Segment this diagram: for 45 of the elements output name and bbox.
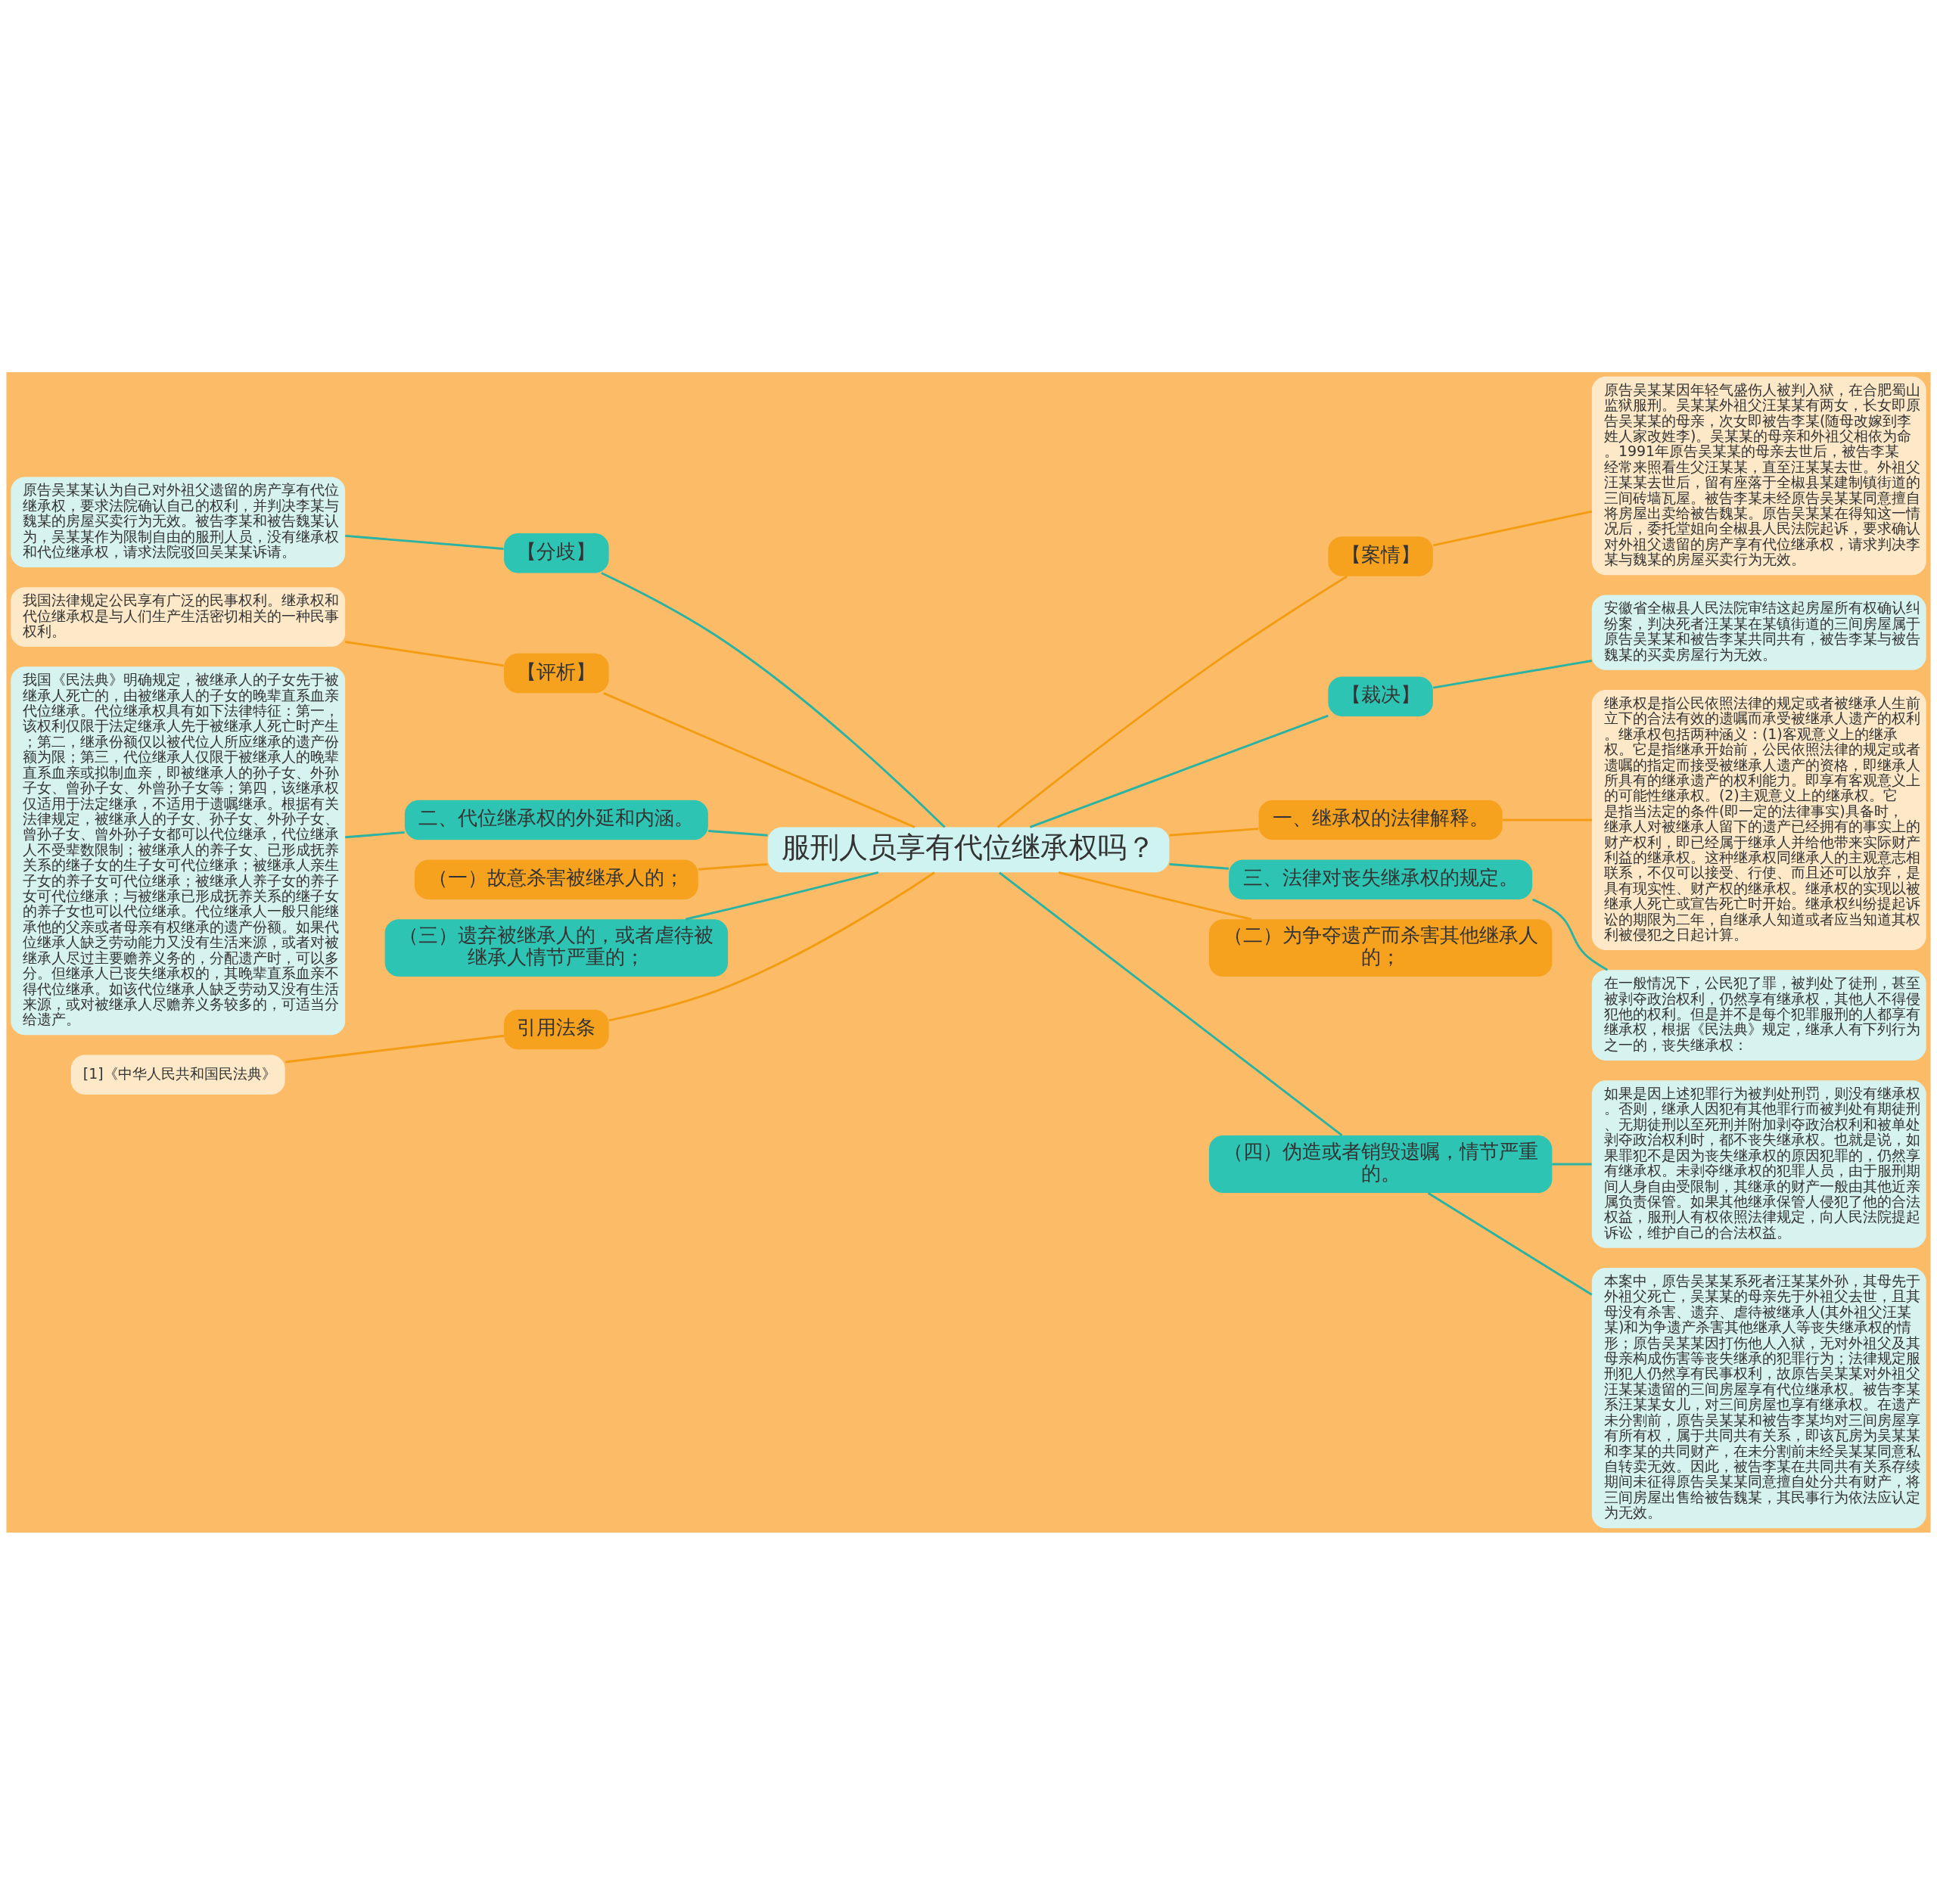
connector [608,871,935,1021]
node-box: （二）为争夺遗产而杀害其他继承人的； [1208,918,1553,977]
connector [1029,714,1329,828]
connector [708,829,768,837]
node-box: 三、法律对丧失继承权的规定。 [1229,859,1533,899]
node-box: 【裁决】 [1328,676,1433,716]
connector [345,640,504,666]
connector [1432,510,1593,546]
connector [1552,1163,1592,1165]
connector [1532,898,1609,971]
connector [1432,659,1592,689]
node-box: 服刑人员享有代位继承权吗？ [767,827,1170,872]
connector [345,831,405,838]
node-box: 引用法条 [504,1009,609,1049]
connector [1169,862,1229,870]
connector [998,871,1343,1136]
connector [996,575,1348,828]
connector [1058,871,1252,921]
node-box: 在一般情况下，公民犯了罪，被判处了徒刑，甚至被剥夺政治权利，仍然享有继承权，其他人不得侵犯他的权利。但是并不是每个犯罪服刑的人都享有继承权，根据《民法典》规定，继承人有下列行为之一的，丧失继承权： [1591,969,1926,1061]
node-box: （三）遗弃被继承人的，或者虐待被继承人情节严重的； [384,918,729,977]
node-box: （四）伪造或者销毁遗嘱，情节严重的。 [1208,1135,1553,1193]
connector [603,691,916,828]
node-box: 我国法律规定公民享有广泛的民事权利。继承权和代位继承权是与人们生产生活密切相关的一种民事权利。 [11,586,346,647]
node-box: 【案情】 [1328,536,1433,576]
connector [685,871,879,921]
connector [698,862,768,871]
connector [1169,827,1259,837]
node-box: （一）故意杀害被继承人的； [415,859,698,899]
node-box: 二、代位继承权的外延和内涵。 [404,800,708,840]
node-box: 安徽省全椒县人民法院审结这起房屋所有权确认纠纷案，判决死者汪某某在某镇街道的三间房屋属于原告吴某某和被告李某共同共有，被告李某与被告魏某的买卖房屋行为无效。 [1591,595,1926,670]
node-box: 【评析】 [504,653,609,693]
node-box: 【分歧】 [504,533,609,573]
node-box: [1]《中华人民共和国民法典》 [70,1054,285,1095]
connector [1427,1191,1593,1296]
node-box: 原告吴某某认为自己对外祖父遗留的房产享有代位继承权，要求法院确认自己的权利，并判决李某与魏某的房屋买卖行为无效。被告李某和被告魏某认为，吴某某作为限制自由的服刑人员，没有继承权和代位继承权，请求法院驳回吴某某诉请。 [11,477,346,567]
connector [345,534,504,550]
node-box: 原告吴某某因年轻气盛伤人被判入狱，在合肥蜀山监狱服刑。吴某某外祖父汪某某有两女，长女即原告吴某某的母亲，次女即被告李某(随母改嫁到李姓人家改姓李)。吴某某的母亲和外祖父相依为命。1991年原告吴某某的母亲去世后，被告李某经常来照看生父汪某某，直至汪某某去世。外祖父汪某某去世后，留有座落于全椒县某建制镇街道的三间砖墙瓦屋。被告李某未经原告吴某某同意擅自将房屋出卖给被告魏某。原告吴某某在得知这一情况后，委托堂姐向全椒县人民法院起诉，要求确认对外祖父遗留的房产享有代位继承权，请求判决李某与魏某的房屋买卖行为无效。 [1591,376,1926,575]
connector [1503,818,1592,821]
node-box: 继承权是指公民依照法律的规定或者被继承人生前立下的合法有效的遗嘱而承受被继承人遗产的权利。继承权包括两种涵义：(1)客观意义上的继承权。它是指继承开始前，公民依照法律的规定或者遗嘱的指定而接受被继承人遗产的资格，即继承人所具有的继承遗产的权利能力。即享有客观意义上的可能性继承权。(2)主观意义上的继承权。它是指当法定的条件(即一定的法律事实)具备时，继承人对被继承人留下的遗产已经拥有的事实上的财产权利，即已经属于继承人并给他带来实际财产利益的继承权。这种继承权同继承人的主观意志相联系，不仅可以接受、行使、而且还可以放弃，是具有现实性、财产权的继承权。继承权的实现以被继承人死亡或宣告死亡时开始。继承权纠纷提起诉讼的期限为二年，自继承人知道或者应当知道其权利被侵犯之日起计算。 [1591,689,1926,950]
node-box: 我国《民法典》明确规定，被继承人的子女先于被继承人死亡的，由被继承人的子女的晚辈直系血亲代位继承。代位继承权具有如下法律特征：第一，该权利仅限于法定继承人先于被继承人死亡时产生；第二，继承份额仅以被代位人所应继承的遗产份额为限；第三，代位继承人仅限于被继承人的晚辈直系血亲或拟制血亲，即被继承人的孙子女、外孙子女、曾孙子女、外曾孙子女等；第四，该继承权仅适用于法定继承，不适用于遗嘱继承。根据有关法律规定，被继承人的子女、孙子女、外孙子女、曾孙子女、曾外孙子女都可以代位继承，代位继承人不受辈数限制；被继承人的养子女、已形成抚养关系的继子女的生子女可代位继承；被继承人亲生子女的养子女可代位继承；被继承人养子女的养子女可代位继承；与被继承已形成抚养关系的继子女的养子女也可以代位继承。代位继承人一般只能继承他的父亲或者母亲有权继承的遗产份额。如果代位继承人缺乏劳动能力又没有生活来源，或者对被继承人尽过主要赡养义务的，分配遗产时，可以多分。但继承人已丧失继承权的，其晚辈直系血亲不得代位继承。如该代位继承人缺乏劳动又没有生活来源，或对被继承人尽赡养义务较多的，可适当分给遗产。 [11,666,346,1035]
node-box: 一、继承权的法律解释。 [1258,800,1503,840]
node-box: 本案中，原告吴某某系死者汪某某外孙，其母先于外祖父死亡，吴某某的母亲先于外祖父去世，且其母没有杀害、遗弃、虐待被继承人(其外祖父汪某某)和为争遗产杀害其他继承人等丧失继承权的情形；原告吴某某因打伤他人入狱，无对外祖父及其母亲构成伤害等丧失继承的犯罪行为；法律规定服刑犯人仍然享有民事权利，故原告吴某某对外祖父汪某某遗留的三间房屋享有代位继承权。被告李某系汪某某女儿，对三间房屋也享有继承权。在遗产未分割前，原告吴某某和被告李某均对三间房屋享有所有权，属于共同共有关系，即该瓦房为吴某某和李某的共同财产，在未分割前未经吴某某同意私自转卖无效。因此，被告李某在共同共有关系存续期间未征得原告吴某某同意擅自处分共有财产，将三间房屋出售给被告魏某，其民事行为依法应认定为无效。 [1591,1267,1926,1528]
node-box: 如果是因上述犯罪行为被判处刑罚，则没有继承权。否则，继承人因犯有其他罪行而被判处有期徒刑、无期徒刑以至死刑并附加剥夺政治权利和被单处剥夺政治权利时，都不丧失继承权。也就是说，如果罪犯不是因为丧失继承权的原因犯罪的，仍然享有继承权。未剥夺继承权的犯罪人员，由于服刑期间人身自由受限制，其继承的财产一般由其他近亲属负责保管。如果其他继承保管人侵犯了他的合法权益，服刑人有权依照法律规定，向人民法院提起诉讼，维护自己的合法权益。 [1591,1079,1926,1248]
connector [285,1034,505,1063]
connector [601,571,946,828]
